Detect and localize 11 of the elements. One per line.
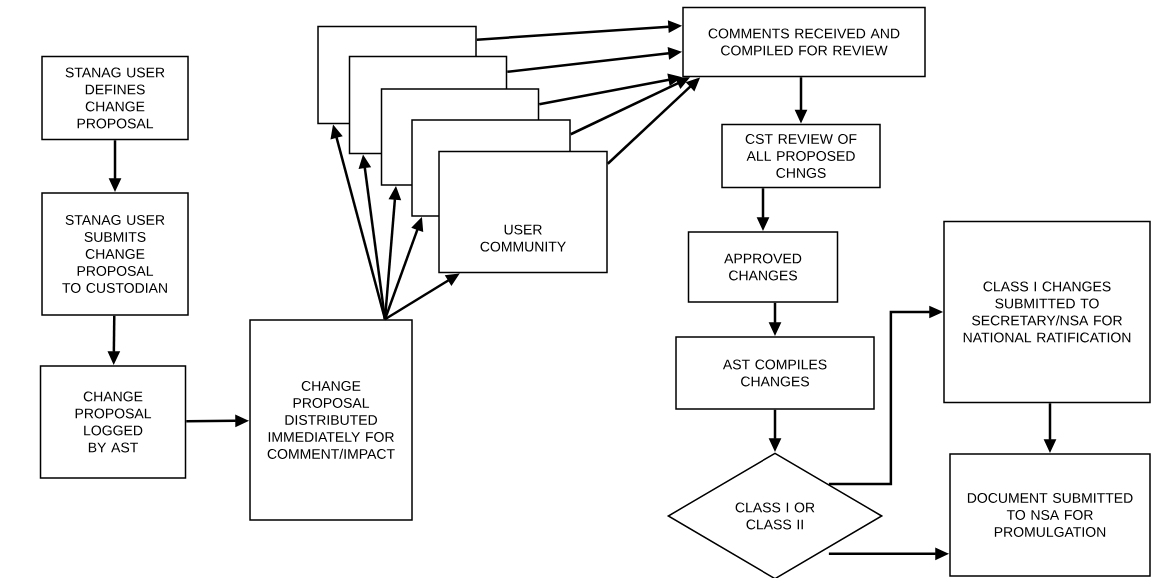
- process-box: USER COMMUNITY: [438, 150, 608, 274]
- process-box: STANAG USER DEFINES CHANGE PROPOSAL: [41, 55, 189, 141]
- process-box: DOCUMENT SUBMITTED TO NSA FOR PROMULGATION: [949, 453, 1151, 577]
- process-box: CLASS I CHANGES SUBMITTED TO SECRETARY/NSA FOR NATIONAL RATIFICATION: [943, 220, 1151, 404]
- process-box: COMMENTS RECEIVED AND COMPILED FOR REVIEW: [682, 6, 926, 78]
- process-box: CHANGE PROPOSAL LOGGED BY AST: [39, 365, 187, 479]
- process-box: CHANGE PROPOSAL DISTRIBUTED IMMEDIATELY FOR COMMENT/IMPACT: [249, 319, 413, 521]
- process-box: AST COMPILES CHANGES: [675, 336, 875, 410]
- process-box: STANAG USER SUBMITS CHANGE PROPOSAL TO CUSTODIAN: [41, 192, 189, 316]
- process-box: APPROVED CHANGES: [687, 231, 839, 303]
- process-box: CST REVIEW OF ALL PROPOSED CHNGS: [721, 123, 881, 189]
